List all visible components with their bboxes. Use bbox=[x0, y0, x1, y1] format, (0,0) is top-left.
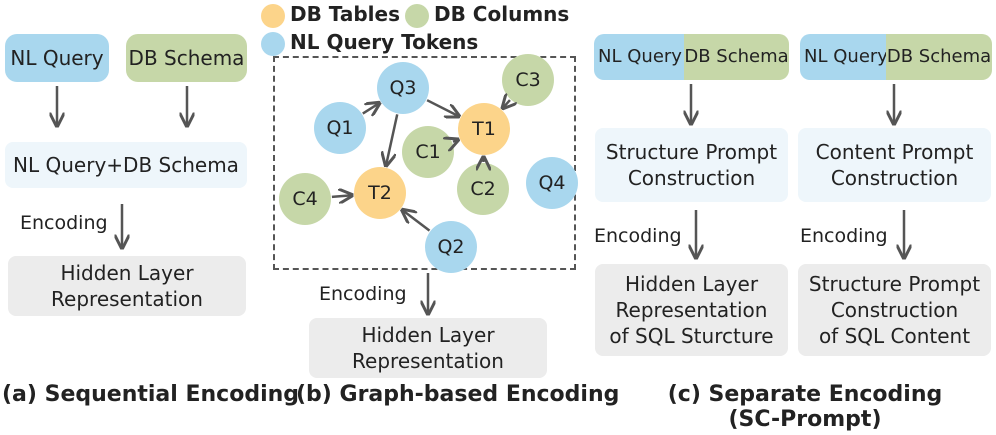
legend-table-dot bbox=[261, 4, 285, 28]
node-q3: Q3 bbox=[377, 62, 429, 114]
nl-query-box: NL Query bbox=[5, 34, 109, 82]
node-q4: Q4 bbox=[526, 157, 578, 209]
nl-query-label-c1: NL Query bbox=[598, 46, 682, 68]
hidden-layer-box-b: Hidden Layer Representation bbox=[309, 318, 547, 378]
content-prompt-line1: Content Prompt bbox=[815, 140, 974, 164]
hidden-layer-line2-a: Representation bbox=[51, 287, 203, 311]
encoding-label-c2: Encoding bbox=[800, 225, 888, 247]
legend-column-label: DB Columns bbox=[434, 2, 570, 26]
node-c4: C4 bbox=[279, 173, 331, 225]
structure-prompt-box: Structure Prompt Construction bbox=[595, 128, 788, 202]
edge-c3-t1 bbox=[503, 100, 510, 108]
encoding-label-c1: Encoding bbox=[594, 225, 682, 247]
content-output-line1: Structure Prompt bbox=[808, 272, 981, 296]
db-schema-box-c2: DB Schema bbox=[886, 34, 992, 80]
encoding-label-a: Encoding bbox=[20, 212, 108, 234]
content-prompt-line2: Construction bbox=[830, 166, 959, 190]
structure-prompt-line1: Structure Prompt bbox=[605, 140, 778, 164]
encoding-label-b: Encoding bbox=[319, 283, 407, 305]
edge-q3-t2 bbox=[386, 114, 399, 165]
content-output-line3: of SQL Content bbox=[818, 324, 971, 348]
caption-c: (c) Separate Encoding (SC-Prompt) bbox=[650, 382, 960, 433]
node-t2: T2 bbox=[354, 167, 406, 219]
structure-output-box: Hidden Layer Representation of SQL Sturc… bbox=[595, 264, 788, 356]
structure-output-line2: Representation bbox=[615, 298, 768, 322]
db-schema-label: DB Schema bbox=[128, 46, 245, 70]
legend-table-label: DB Tables bbox=[290, 2, 401, 26]
legend-token-dot bbox=[261, 32, 285, 56]
content-output-box: Structure Prompt Construction of SQL Con… bbox=[798, 264, 991, 356]
db-schema-box-c1: DB Schema bbox=[684, 34, 789, 80]
graph-container bbox=[273, 56, 576, 270]
caption-a: (a) Sequential Encoding bbox=[2, 382, 300, 407]
hidden-layer-box-a: Hidden Layer Representation bbox=[8, 256, 246, 316]
db-schema-box: DB Schema bbox=[126, 34, 247, 82]
hidden-layer-line1-b: Hidden Layer bbox=[361, 323, 495, 347]
db-schema-label-c2: DB Schema bbox=[886, 46, 992, 68]
edge-q2-t2 bbox=[402, 210, 431, 232]
hidden-layer-line2-b: Representation bbox=[352, 349, 504, 373]
graph-edges bbox=[331, 99, 510, 232]
nl-query-label-c2: NL Query bbox=[804, 46, 888, 68]
structure-output-line3: of SQL Sturcture bbox=[609, 324, 774, 348]
combined-input-box: NL Query+DB Schema bbox=[5, 142, 247, 188]
edge-q1-q3 bbox=[362, 103, 380, 114]
edge-c4-t2 bbox=[331, 195, 352, 197]
nl-query-label: NL Query bbox=[10, 46, 104, 70]
legend-token-label: NL Query Tokens bbox=[290, 30, 479, 54]
node-c1: C1 bbox=[402, 126, 454, 178]
caption-b: (b) Graph-based Encoding bbox=[296, 382, 620, 407]
node-q2: Q2 bbox=[425, 221, 477, 273]
db-schema-label-c1: DB Schema bbox=[684, 46, 789, 68]
caption-c-line1: (c) Separate Encoding bbox=[667, 382, 943, 407]
caption-c-line2: (SC-Prompt) bbox=[728, 407, 882, 433]
node-q1: Q1 bbox=[314, 102, 366, 154]
hidden-layer-line1-a: Hidden Layer bbox=[60, 261, 194, 285]
content-prompt-box: Content Prompt Construction bbox=[798, 128, 991, 202]
nl-query-box-c2: NL Query bbox=[800, 34, 892, 80]
structure-prompt-line2: Construction bbox=[627, 166, 756, 190]
structure-output-line1: Hidden Layer bbox=[624, 272, 759, 296]
combined-input-label: NL Query+DB Schema bbox=[13, 153, 239, 177]
legend-column-dot bbox=[405, 4, 429, 28]
edge-q3-t1 bbox=[426, 99, 459, 116]
node-c2: C2 bbox=[457, 163, 509, 215]
content-output-line2: Construction bbox=[830, 298, 959, 322]
edge-c1-t1 bbox=[453, 140, 458, 142]
nl-query-box-c1: NL Query bbox=[594, 34, 686, 80]
